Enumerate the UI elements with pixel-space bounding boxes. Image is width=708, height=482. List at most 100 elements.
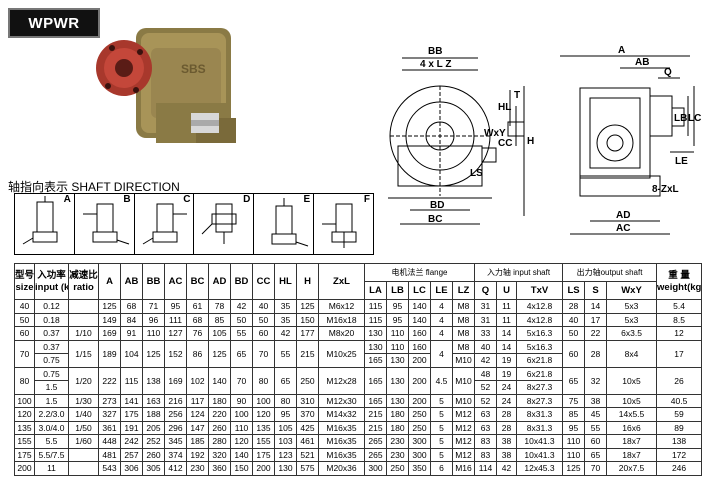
- cell-dimension: 95: [274, 407, 297, 422]
- cell-dimension: 191: [120, 420, 143, 435]
- cell-input-shaft: 24: [496, 380, 517, 395]
- header-dim: BD: [230, 263, 253, 300]
- cell-output-shaft: 14x5.5: [606, 407, 658, 422]
- cell-dimension: 192: [186, 447, 209, 462]
- cell-dimension: 80: [252, 366, 275, 395]
- direction-icon: [322, 203, 357, 248]
- cell-dimension: 175: [120, 407, 143, 422]
- cell-dimension: 42: [274, 326, 297, 341]
- direction-letter: E: [303, 194, 311, 205]
- cell-input-power: 5.5/7.5: [34, 447, 69, 462]
- cell-dimension: 575: [296, 461, 319, 476]
- cell-dimension: 150: [230, 461, 253, 476]
- cell-dimension: 177: [296, 326, 319, 341]
- cell-flange: 200: [408, 353, 431, 368]
- cell-dimension: 78: [208, 299, 231, 314]
- cell-flange: 200: [408, 366, 431, 395]
- cell-output-shaft: 20x7.5: [606, 461, 658, 476]
- cell-size: 200: [14, 461, 35, 476]
- header-flange-col: LA: [364, 281, 387, 300]
- cell-flange: 250: [386, 461, 409, 476]
- cell-output-shaft: 60: [562, 339, 586, 368]
- cell-dimension: 320: [208, 447, 231, 462]
- cell-input-shaft: 6x21.8: [515, 366, 564, 381]
- cell-dimension: 216: [164, 393, 187, 408]
- label-ls: LS: [470, 168, 483, 179]
- cell-dimension: 361: [98, 420, 121, 435]
- cell-input-shaft: 83: [474, 434, 497, 449]
- label-t: T: [514, 90, 520, 101]
- cell-flange: M10: [452, 393, 475, 408]
- cell-size: 60: [14, 326, 35, 341]
- cell-flange: M10: [452, 366, 475, 395]
- cell-flange: 4: [430, 312, 453, 327]
- cell-input-power: 2.2/3.0: [34, 407, 69, 422]
- direction-icon: [202, 203, 237, 244]
- cell-output-shaft: 28: [562, 299, 586, 314]
- cell-output-shaft: 45: [584, 407, 608, 422]
- cell-dimension: 90: [230, 393, 253, 408]
- cell-dimension: 222: [98, 366, 121, 395]
- cell-dimension: 180: [208, 393, 231, 408]
- cell-flange: M8: [452, 339, 475, 354]
- cell-zxl: M14x32: [318, 407, 365, 422]
- cell-dimension: 60: [252, 326, 275, 341]
- cell-dimension: 105: [208, 326, 231, 341]
- cell-dimension: 461: [296, 434, 319, 449]
- direction-letter: B: [123, 194, 131, 205]
- direction-cell-e: E: [254, 194, 315, 254]
- cell-weight: 246: [656, 461, 703, 476]
- cell-ratio: 1/30: [68, 393, 99, 408]
- header-flange-col: LE: [430, 281, 453, 300]
- cell-dimension: 123: [274, 447, 297, 462]
- label-wxy: WxY: [484, 128, 506, 139]
- cell-output-shaft: 75: [562, 393, 586, 408]
- cell-input-shaft: 19: [496, 353, 517, 368]
- cell-dimension: 345: [164, 434, 187, 449]
- cell-dimension: 125: [208, 339, 231, 368]
- cell-dimension: 169: [164, 366, 187, 395]
- cell-dimension: 256: [164, 407, 187, 422]
- cell-dimension: 374: [164, 447, 187, 462]
- cell-output-shaft: 10x5: [606, 393, 658, 408]
- cell-input-shaft: 42: [474, 353, 497, 368]
- cell-output-shaft: 38: [584, 393, 608, 408]
- cell-flange: 115: [364, 312, 387, 327]
- header-dim: BB: [142, 263, 165, 300]
- cell-dimension: 35: [274, 312, 297, 327]
- cell-size: 50: [14, 312, 35, 327]
- cell-input-shaft: 5x16.3: [515, 339, 564, 354]
- cell-input-power: 0.37: [34, 326, 69, 341]
- cell-dimension: 70: [230, 366, 253, 395]
- cell-input-shaft: 11: [496, 299, 517, 314]
- cell-dimension: 252: [142, 434, 165, 449]
- cell-input-shaft: 4x12.8: [515, 299, 564, 314]
- label-bolt2: 8-ZxL: [652, 184, 679, 195]
- header-flange: 电机法兰 flange: [364, 263, 475, 282]
- cell-flange: 130: [386, 353, 409, 368]
- cell-dimension: 138: [142, 366, 165, 395]
- direction-icon: [142, 203, 187, 245]
- cell-flange: 130: [386, 366, 409, 395]
- cell-dimension: 257: [120, 447, 143, 462]
- cell-input-shaft: 8x31.3: [515, 420, 564, 435]
- cell-flange: 300: [408, 434, 431, 449]
- cell-dimension: 104: [120, 339, 143, 368]
- label-h: H: [527, 136, 534, 147]
- cell-input-shaft: 28: [496, 420, 517, 435]
- cell-dimension: 71: [142, 299, 165, 314]
- cell-zxl: M16x35: [318, 420, 365, 435]
- cell-dimension: 140: [230, 447, 253, 462]
- cell-dimension: 310: [296, 393, 319, 408]
- cell-flange: 250: [408, 420, 431, 435]
- label-cc: CC: [498, 138, 512, 149]
- cell-flange: 5: [430, 434, 453, 449]
- cell-input-shaft: 48: [474, 366, 497, 381]
- cell-flange: 5: [430, 447, 453, 462]
- label-lc: LC: [688, 113, 701, 124]
